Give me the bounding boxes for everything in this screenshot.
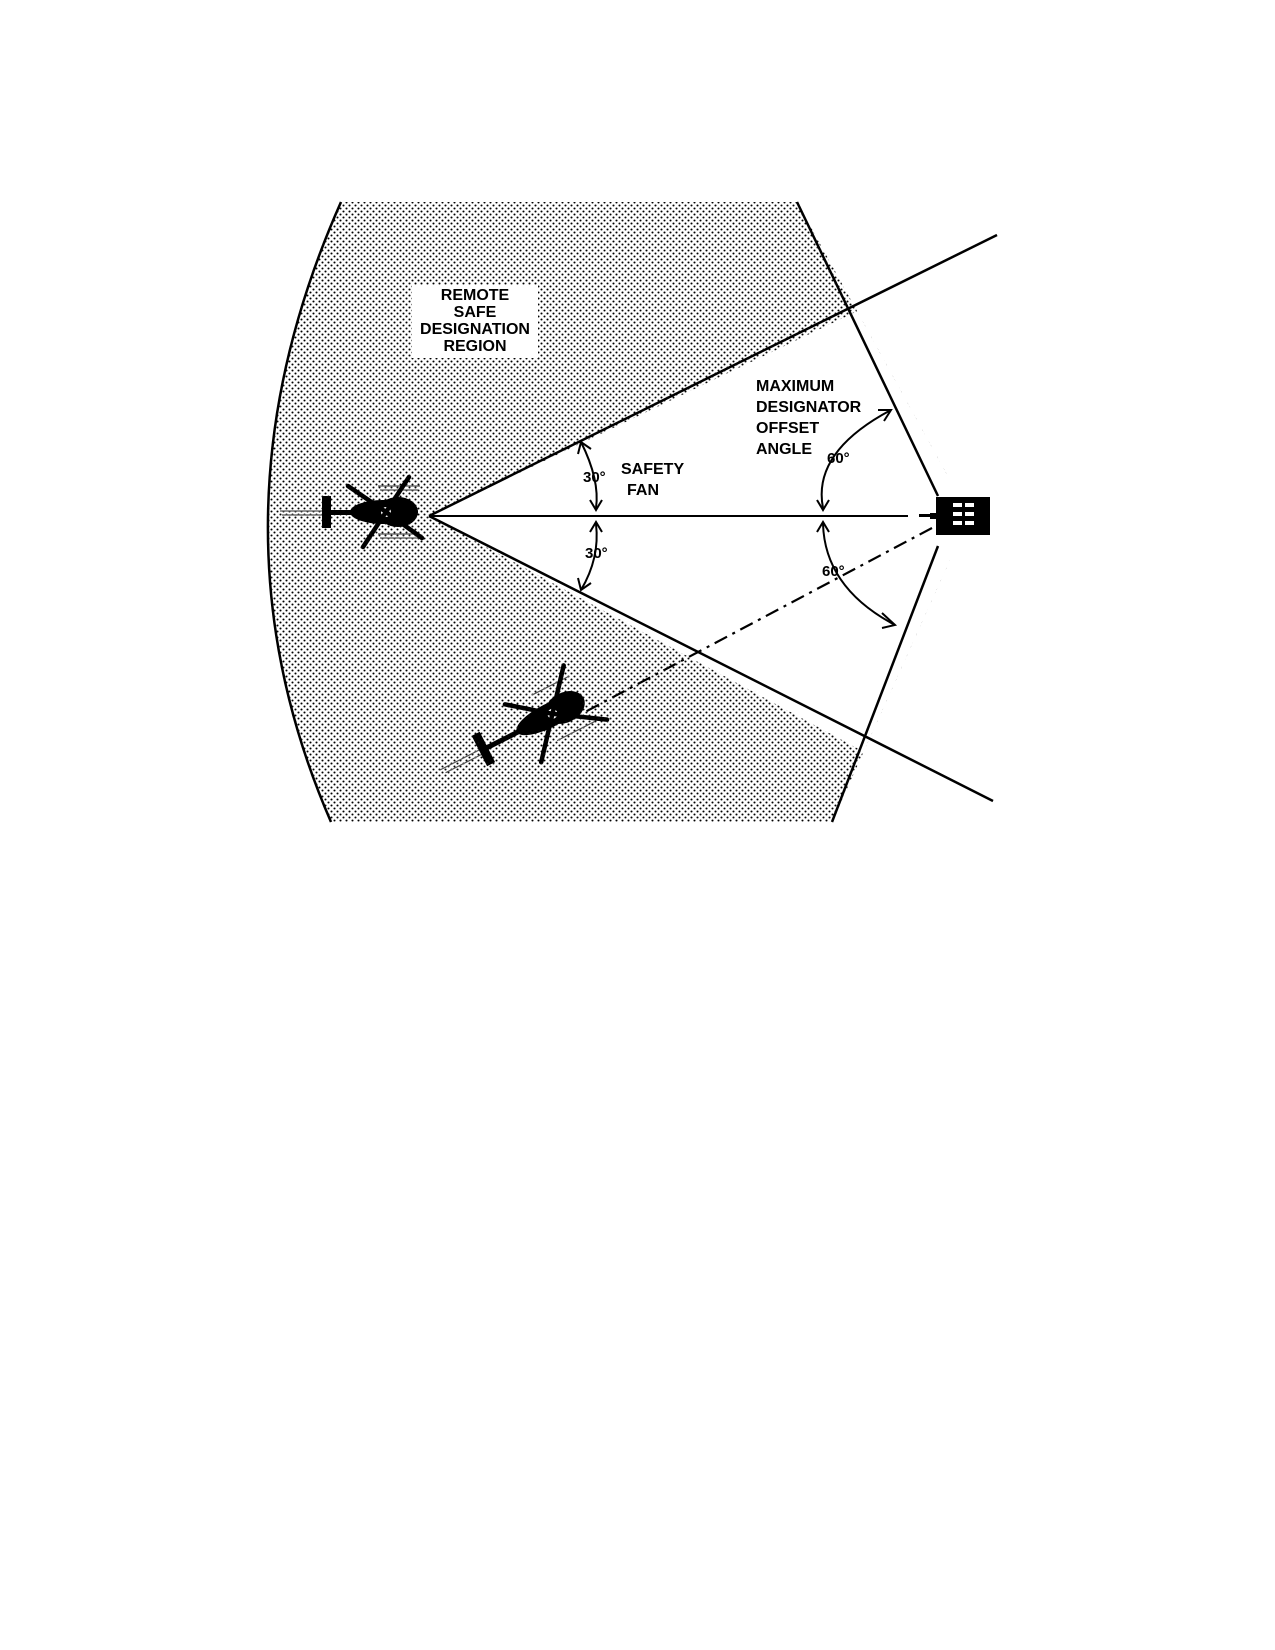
arrowhead-icon [589,520,603,533]
region-boundary [266,201,940,823]
fan-angle-lower: 30° [585,545,608,562]
region-label-line: SAFE [454,304,497,321]
angle-arrowheads [577,409,898,629]
right-boundary-lower [830,545,940,823]
fan-angle-upper: 30° [583,469,606,486]
arrowhead-icon [816,520,830,533]
region-label-line: DESIGNATION [420,321,530,338]
offset-angle-label-line: MAXIMUM [756,378,834,395]
fan-angle-arc-lower [580,523,598,591]
safety-fan-label: SAFETY FAN [621,461,684,499]
arrowhead-icon [577,440,592,455]
region-label-box [412,285,538,358]
offset-angle-label-line: DESIGNATOR [756,399,862,416]
arrowhead-icon [577,577,592,592]
helicopter-icon [280,474,425,550]
safety-fan-label-line: FAN [627,482,659,499]
arrowhead-icon [589,499,603,512]
offset-angle-arc-upper [820,409,892,509]
offset-angle-label: MAXIMUM DESIGNATOR OFFSET ANGLE [756,378,862,458]
offset-angle-upper: 60° [827,450,850,467]
angle-arcs [580,409,896,626]
right-boundary-upper [795,201,940,497]
fan-upper-edge [428,233,998,518]
arrowhead-icon [816,499,830,512]
offset-angle-label-line: ANGLE [756,441,812,458]
arrowhead-icon [878,409,893,422]
region-label-line: REGION [443,338,506,355]
designator-line [584,527,933,713]
fan-angle-arc-upper [580,441,598,509]
angle-values: 30° 30° 60° 60° [583,450,850,580]
left-boundary-arc [266,201,343,823]
offset-angle-lower: 60° [822,563,845,580]
fan-lower-edge [428,514,994,803]
safety-fan-label-line: SAFETY [621,461,684,478]
safety-fan-lines [428,233,998,803]
region-label: REMOTE SAFE DESIGNATION REGION [420,287,530,355]
arrowhead-icon [881,612,898,629]
helicopter-icon [439,663,610,774]
offset-angle-label-line: OFFSET [756,420,819,437]
target-vehicle-icon [919,497,990,535]
region-label-line: REMOTE [441,287,510,304]
offset-angle-arc-lower [822,523,896,626]
